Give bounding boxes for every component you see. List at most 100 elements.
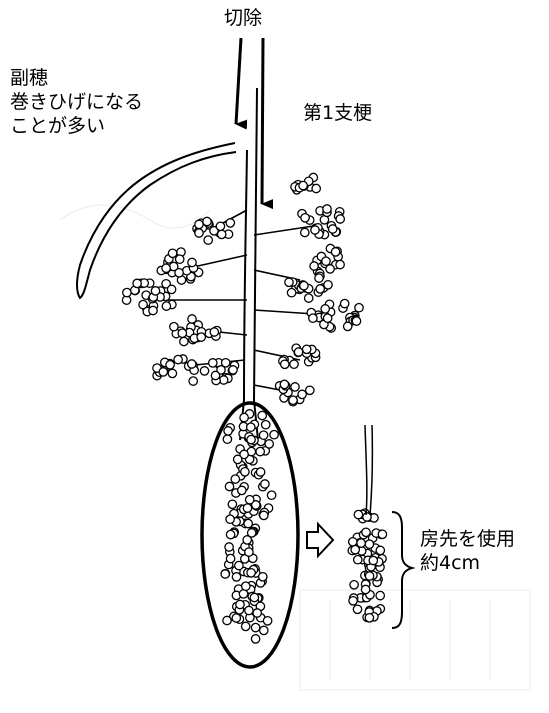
berry: [195, 229, 203, 237]
berry: [175, 269, 183, 277]
berry: [242, 582, 250, 590]
berry: [299, 181, 307, 189]
berry: [309, 314, 317, 322]
berry: [188, 315, 196, 323]
berry: [203, 217, 211, 225]
berry: [123, 288, 131, 296]
berry: [361, 585, 369, 593]
berry: [226, 515, 234, 523]
tip-use-line-2: 約4cm: [420, 551, 515, 575]
berry: [197, 333, 205, 341]
berry: [232, 573, 240, 581]
berry: [166, 361, 174, 369]
main-stem: [240, 88, 258, 440]
berry: [223, 616, 231, 624]
berry: [344, 322, 352, 330]
berry: [261, 480, 269, 488]
berry: [247, 435, 255, 443]
berry: [321, 305, 329, 313]
berry: [243, 504, 251, 512]
berry: [222, 359, 230, 367]
berry: [236, 600, 244, 608]
berry: [258, 411, 266, 419]
berry: [349, 538, 357, 546]
berry: [251, 635, 259, 643]
berry: [221, 570, 229, 578]
berry: [355, 304, 363, 312]
berry: [226, 219, 234, 227]
berry: [162, 302, 170, 310]
berry: [290, 360, 298, 368]
berry: [240, 413, 248, 421]
tip-use-label: 房先を使用 約4cm: [420, 527, 515, 575]
berry: [224, 427, 232, 435]
berry: [336, 215, 344, 223]
berry: [247, 423, 255, 431]
berry: [298, 390, 306, 398]
berry: [280, 380, 288, 388]
berry: [281, 360, 289, 368]
berry: [178, 329, 186, 337]
berry: [362, 528, 370, 536]
berry: [315, 274, 323, 282]
berry: [200, 367, 208, 375]
berry: [225, 543, 233, 551]
berry: [352, 317, 360, 325]
berry: [226, 554, 234, 562]
berry: [312, 184, 320, 192]
berry: [331, 248, 339, 256]
berry: [223, 435, 231, 443]
berry: [301, 214, 309, 222]
berry: [229, 366, 237, 374]
berry: [311, 226, 319, 234]
berry: [329, 225, 337, 233]
berry: [294, 348, 302, 356]
tip-length-brace: [392, 512, 412, 628]
berry: [210, 328, 218, 336]
berry: [365, 540, 373, 548]
berry: [378, 530, 386, 538]
berry: [162, 264, 170, 272]
berry: [251, 623, 259, 631]
berry: [259, 573, 267, 581]
hollow-arrow: [307, 524, 333, 556]
berry: [350, 581, 358, 589]
berry: [301, 228, 309, 236]
berry: [133, 279, 141, 287]
berry: [168, 249, 176, 257]
sub-ear-line-2: 巻きひげになる: [10, 90, 143, 114]
berry: [322, 257, 330, 265]
berry: [245, 606, 253, 614]
berry: [305, 294, 313, 302]
berry: [232, 614, 240, 622]
berry: [174, 355, 182, 363]
berry: [324, 281, 332, 289]
berry: [354, 556, 362, 564]
sub-ear-label: 副穂 巻きひげになる ことが多い: [10, 66, 143, 138]
berry: [365, 614, 373, 622]
berry: [170, 323, 178, 331]
first-branch-label: 第1支梗: [303, 101, 372, 125]
background-texture: [60, 205, 530, 690]
berry: [167, 285, 175, 293]
berry: [316, 285, 324, 293]
tip-stem: [365, 425, 372, 515]
berry: [354, 510, 362, 518]
berry: [225, 482, 233, 490]
berry: [250, 593, 258, 601]
sub-ear-line-1: 副穂: [10, 66, 143, 90]
berry: [270, 431, 278, 439]
berry: [349, 597, 357, 605]
tip-use-line-1: 房先を使用: [420, 527, 515, 551]
berry: [323, 205, 331, 213]
berry: [151, 287, 159, 295]
berry: [256, 447, 264, 455]
berry: [238, 486, 246, 494]
berry: [159, 368, 167, 376]
berry: [306, 386, 314, 394]
cut-label: 切除: [224, 6, 262, 30]
berry: [287, 289, 295, 297]
berry: [260, 511, 268, 519]
berry: [369, 556, 377, 564]
berry: [310, 262, 318, 270]
